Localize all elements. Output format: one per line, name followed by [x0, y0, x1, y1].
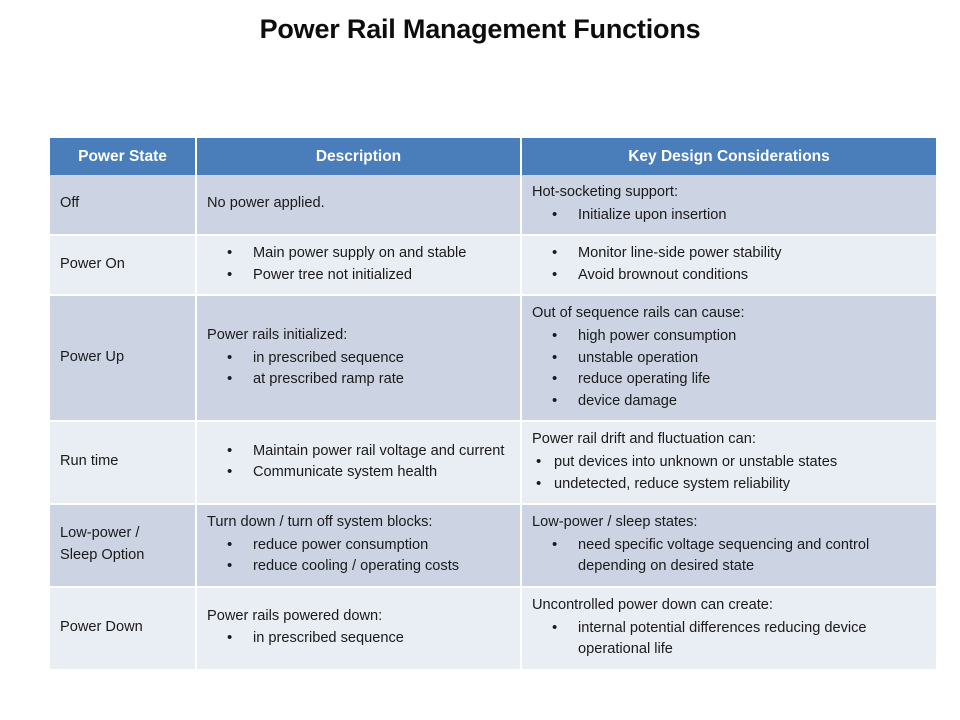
bullet-list: reduce power consumptionreduce cooling /… [207, 534, 510, 578]
bullet-item: reduce power consumption [207, 534, 510, 557]
cell-description: Power rails powered down: in prescribed s… [196, 586, 522, 671]
bullet-item: Power tree not initialized [207, 264, 510, 287]
cell-description: Turn down / turn off system blocks: reduc… [196, 504, 522, 588]
table-row: Run timeMaintain power rail voltage and … [50, 421, 936, 506]
cell-description: Power rails initialized: in prescribed se… [196, 295, 522, 423]
cell-lead-text: Power rails powered down: [207, 607, 383, 624]
column-header-key-design-considerations: Key Design Considerations [521, 138, 936, 175]
bullet-item: device damage [532, 390, 926, 413]
table-row: Off No power applied. Hot-socketing suppor… [50, 175, 936, 237]
cell-lead-text: No power applied. [207, 194, 325, 211]
bullet-item: undetected, reduce system reliability [532, 473, 926, 496]
bullet-list: put devices into unknown or unstable sta… [532, 451, 926, 496]
bullet-item: at prescribed ramp rate [207, 368, 510, 391]
cell-key-design-considerations: Hot-socketing support: Initialize upon in… [521, 175, 936, 237]
cell-power-state: Power Up [50, 295, 197, 423]
bullet-list: high power consumptionunstable operation… [532, 325, 926, 413]
cell-lead-text: Turn down / turn off system blocks: [207, 514, 433, 531]
bullet-list: internal potential differences reducing … [532, 616, 926, 661]
cell-key-design-considerations: Out of sequence rails can cause: high pow… [521, 295, 936, 423]
cell-lead-text: Power rail drift and fluctuation can: [532, 431, 756, 448]
bullet-list: Main power supply on and stablePower tre… [207, 242, 510, 287]
bullet-item: Avoid brownout conditions [532, 264, 926, 287]
cell-description: Main power supply on and stablePower tre… [196, 235, 522, 297]
column-header-power-state: Power State [50, 138, 197, 175]
bullet-list: in prescribed sequenceat prescribed ramp… [207, 347, 510, 391]
table-body: Off No power applied. Hot-socketing suppor… [50, 175, 936, 671]
bullet-item: reduce cooling / operating costs [207, 555, 510, 578]
bullet-item: reduce operating life [532, 368, 926, 391]
bullet-item: Main power supply on and stable [207, 242, 510, 265]
bullet-list: Initialize upon insertion [532, 204, 926, 227]
cell-key-design-considerations: Power rail drift and fluctuation can: put… [521, 421, 936, 506]
bullet-list: Monitor line-side power stabilityAvoid b… [532, 242, 926, 287]
bullet-item: Initialize upon insertion [532, 204, 926, 227]
page-title: Power Rail Management Functions [259, 14, 701, 44]
cell-power-state: Power On [50, 235, 197, 297]
bullet-item: in prescribed sequence [207, 347, 510, 370]
table-row: Power OnMain power supply on and stableP… [50, 235, 936, 297]
cell-key-design-considerations: Uncontrolled power down can create: inter… [521, 586, 936, 671]
bullet-item: internal potential differences reducing … [532, 616, 926, 661]
cell-lead-text: Uncontrolled power down can create: [532, 596, 773, 613]
cell-lead-text: Power rails initialized: [207, 326, 348, 343]
column-header-description: Description [196, 138, 522, 175]
bullet-item: in prescribed sequence [207, 627, 510, 650]
power-rail-table-container: Power State Description Key Design Consi… [50, 138, 936, 671]
cell-key-design-considerations: Low-power / sleep states: need specific v… [521, 504, 936, 588]
cell-lead-text: Out of sequence rails can cause: [532, 305, 745, 322]
bullet-list: in prescribed sequence [207, 627, 510, 650]
cell-power-state: Power Down [50, 586, 197, 671]
bullet-list: need specific voltage sequencing and con… [532, 534, 926, 578]
table-header-row: Power State Description Key Design Consi… [50, 138, 936, 175]
cell-power-state: Low-power / Sleep Option [50, 504, 197, 588]
bullet-item: put devices into unknown or unstable sta… [532, 451, 926, 474]
cell-lead-text: Low-power / sleep states: [532, 514, 698, 531]
table-row: Power Up Power rails initialized: in presc… [50, 295, 936, 423]
bullet-item: high power consumption [532, 325, 926, 348]
cell-description: Maintain power rail voltage and currentC… [196, 421, 522, 506]
cell-lead-text: Hot-socketing support: [532, 184, 679, 200]
bullet-item: unstable operation [532, 347, 926, 370]
bullet-list: Maintain power rail voltage and currentC… [207, 440, 510, 484]
bullet-item: Monitor line-side power stability [532, 242, 926, 265]
bullet-item: Maintain power rail voltage and current [207, 440, 510, 463]
cell-power-state: Run time [50, 421, 197, 506]
table-header: Power State Description Key Design Consi… [50, 138, 936, 175]
cell-power-state: Off [50, 175, 197, 237]
table-row: Power Down Power rails powered down: in pr… [50, 586, 936, 671]
bullet-item: need specific voltage sequencing and con… [532, 534, 926, 578]
power-rail-table: Power State Description Key Design Consi… [50, 138, 936, 671]
bullet-item: Communicate system health [207, 461, 510, 484]
cell-key-design-considerations: Monitor line-side power stabilityAvoid b… [521, 235, 936, 297]
cell-description: No power applied. [196, 175, 522, 237]
